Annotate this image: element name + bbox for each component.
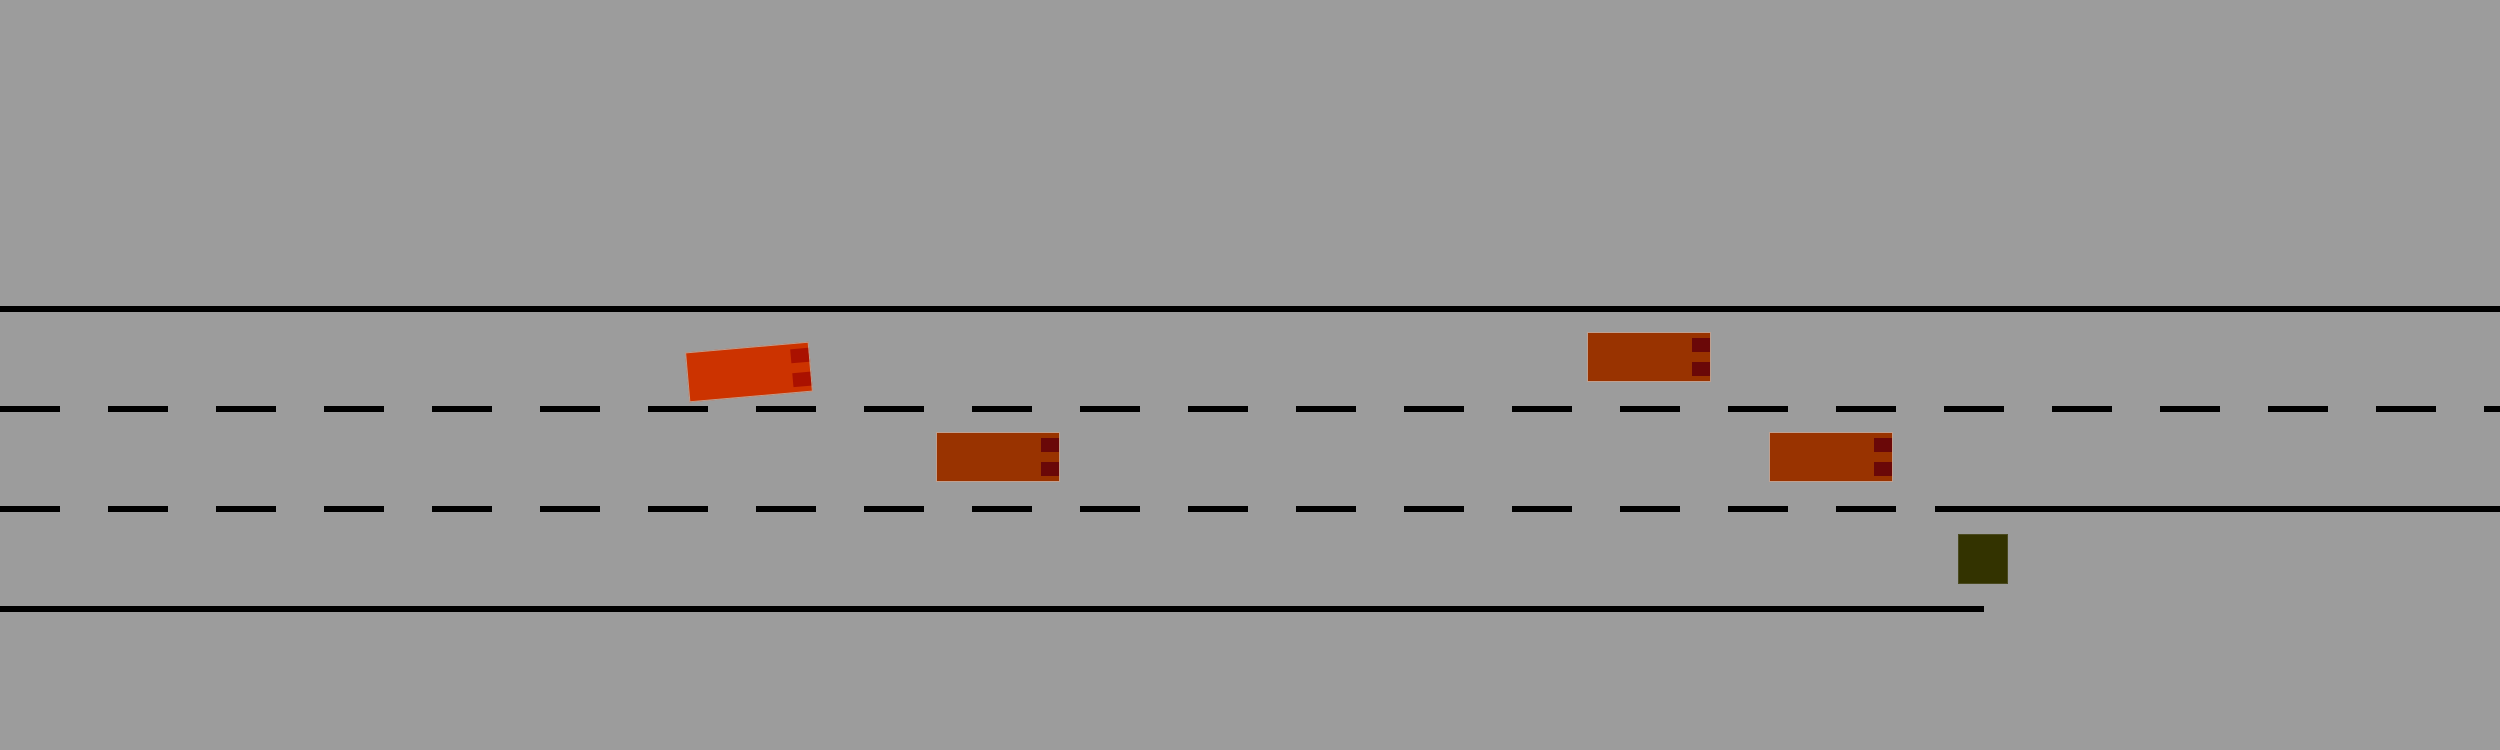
lane-end-obstacle <box>1958 534 2008 584</box>
tail-light <box>1041 462 1059 476</box>
lane-divider-solid <box>1935 506 2500 512</box>
road-edge-top <box>0 306 2500 312</box>
tail-light <box>1041 438 1059 452</box>
tail-light <box>792 371 812 388</box>
road-edge-bottom <box>0 606 1984 612</box>
tail-light <box>1874 462 1892 476</box>
traffic-vehicle <box>1587 332 1711 382</box>
traffic-vehicle <box>936 432 1060 482</box>
lane-divider-dashed-2 <box>0 506 1935 512</box>
traffic-vehicle <box>1769 432 1893 482</box>
tail-light <box>790 347 810 364</box>
tail-light <box>1692 362 1710 376</box>
tail-light <box>1692 338 1710 352</box>
ego-vehicle <box>685 341 813 403</box>
lane-divider-dashed-1 <box>0 406 2500 412</box>
tail-light <box>1874 438 1892 452</box>
